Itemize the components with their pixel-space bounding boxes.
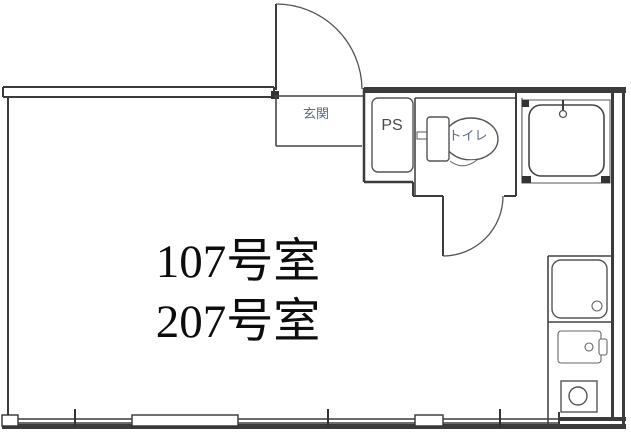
entrance-label: 玄関: [303, 106, 329, 121]
toilet-room: トイレ: [414, 93, 517, 257]
pipe-space-label: PS: [381, 117, 402, 134]
shower-unit: [521, 98, 611, 184]
sliding-windows: [1, 409, 559, 427]
outer-walls: [2, 86, 626, 429]
pipe-space-closet: [371, 97, 414, 173]
toilet-label: トイレ: [448, 128, 487, 143]
faucet-icon: [558, 100, 568, 119]
room-number-line2: 207号室: [156, 296, 321, 348]
entrance: 玄関: [271, 3, 366, 182]
pipe-space: PS: [364, 97, 443, 197]
entrance-door: [271, 3, 363, 99]
kitchen-sink: [551, 259, 608, 319]
toilet-bowl: [416, 116, 499, 167]
kitchen-unit: [547, 255, 612, 424]
gas-burner: [560, 380, 598, 413]
room-number-line1: 107号室: [156, 236, 321, 288]
room-numbers: 107号室 207号室: [156, 236, 321, 348]
water-heater: [557, 330, 608, 364]
toilet-door: [442, 195, 504, 257]
